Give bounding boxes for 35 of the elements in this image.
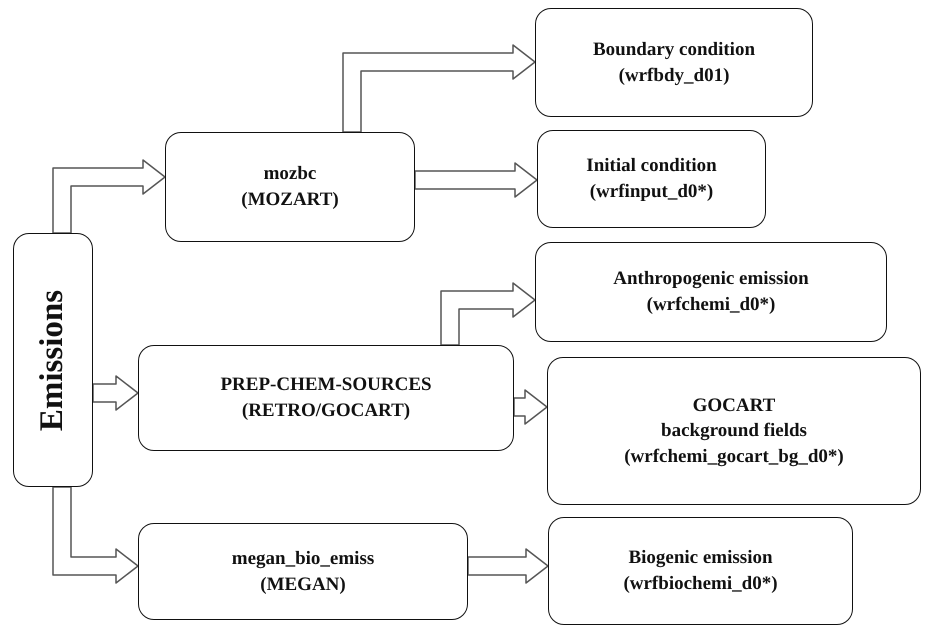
box-label: Initial condition	[586, 154, 717, 178]
process-box	[13, 233, 93, 487]
box-label: (wrfinput_d0*)	[590, 180, 714, 204]
box-label: Emissions	[34, 289, 72, 431]
box-label: Anthropogenic emission	[613, 267, 809, 292]
box-label: (MOZART)	[241, 188, 339, 212]
process-box	[138, 345, 514, 451]
process-box	[535, 8, 813, 117]
box-label: (RETRO/GOCART)	[242, 399, 410, 423]
box-label: Boundary condition	[592, 38, 756, 62]
box-label: (wrfchemi_gocart_bg_d0*)	[624, 444, 844, 469]
box-label: (wrfbdy_d01)	[618, 64, 730, 88]
box-label: GOCART	[692, 394, 776, 418]
box-label: Biogenic emission	[628, 546, 773, 570]
box-label: mozbc	[264, 162, 316, 186]
block-arrow	[440, 282, 536, 346]
process-box	[537, 130, 766, 228]
block-arrow	[467, 548, 549, 584]
box-label: (wrfbiochemi_d0*)	[623, 572, 778, 596]
block-arrow	[92, 375, 139, 411]
box-label: (wrfchemi_d0*)	[646, 293, 776, 317]
block-arrow	[342, 44, 536, 133]
process-box	[165, 132, 415, 242]
block-arrow	[513, 389, 548, 425]
process-box	[548, 517, 853, 625]
box-label: (MEGAN)	[260, 572, 346, 596]
box-label: megan_bio_emiss	[232, 546, 374, 571]
process-box	[535, 242, 887, 342]
box-label: PREP-CHEM-SOURCES	[220, 373, 432, 398]
process-box	[547, 357, 921, 505]
block-arrow	[52, 159, 166, 234]
process-box	[138, 523, 468, 620]
block-arrow	[52, 486, 139, 584]
box-label: background fields	[661, 419, 807, 444]
block-arrow	[414, 162, 538, 198]
